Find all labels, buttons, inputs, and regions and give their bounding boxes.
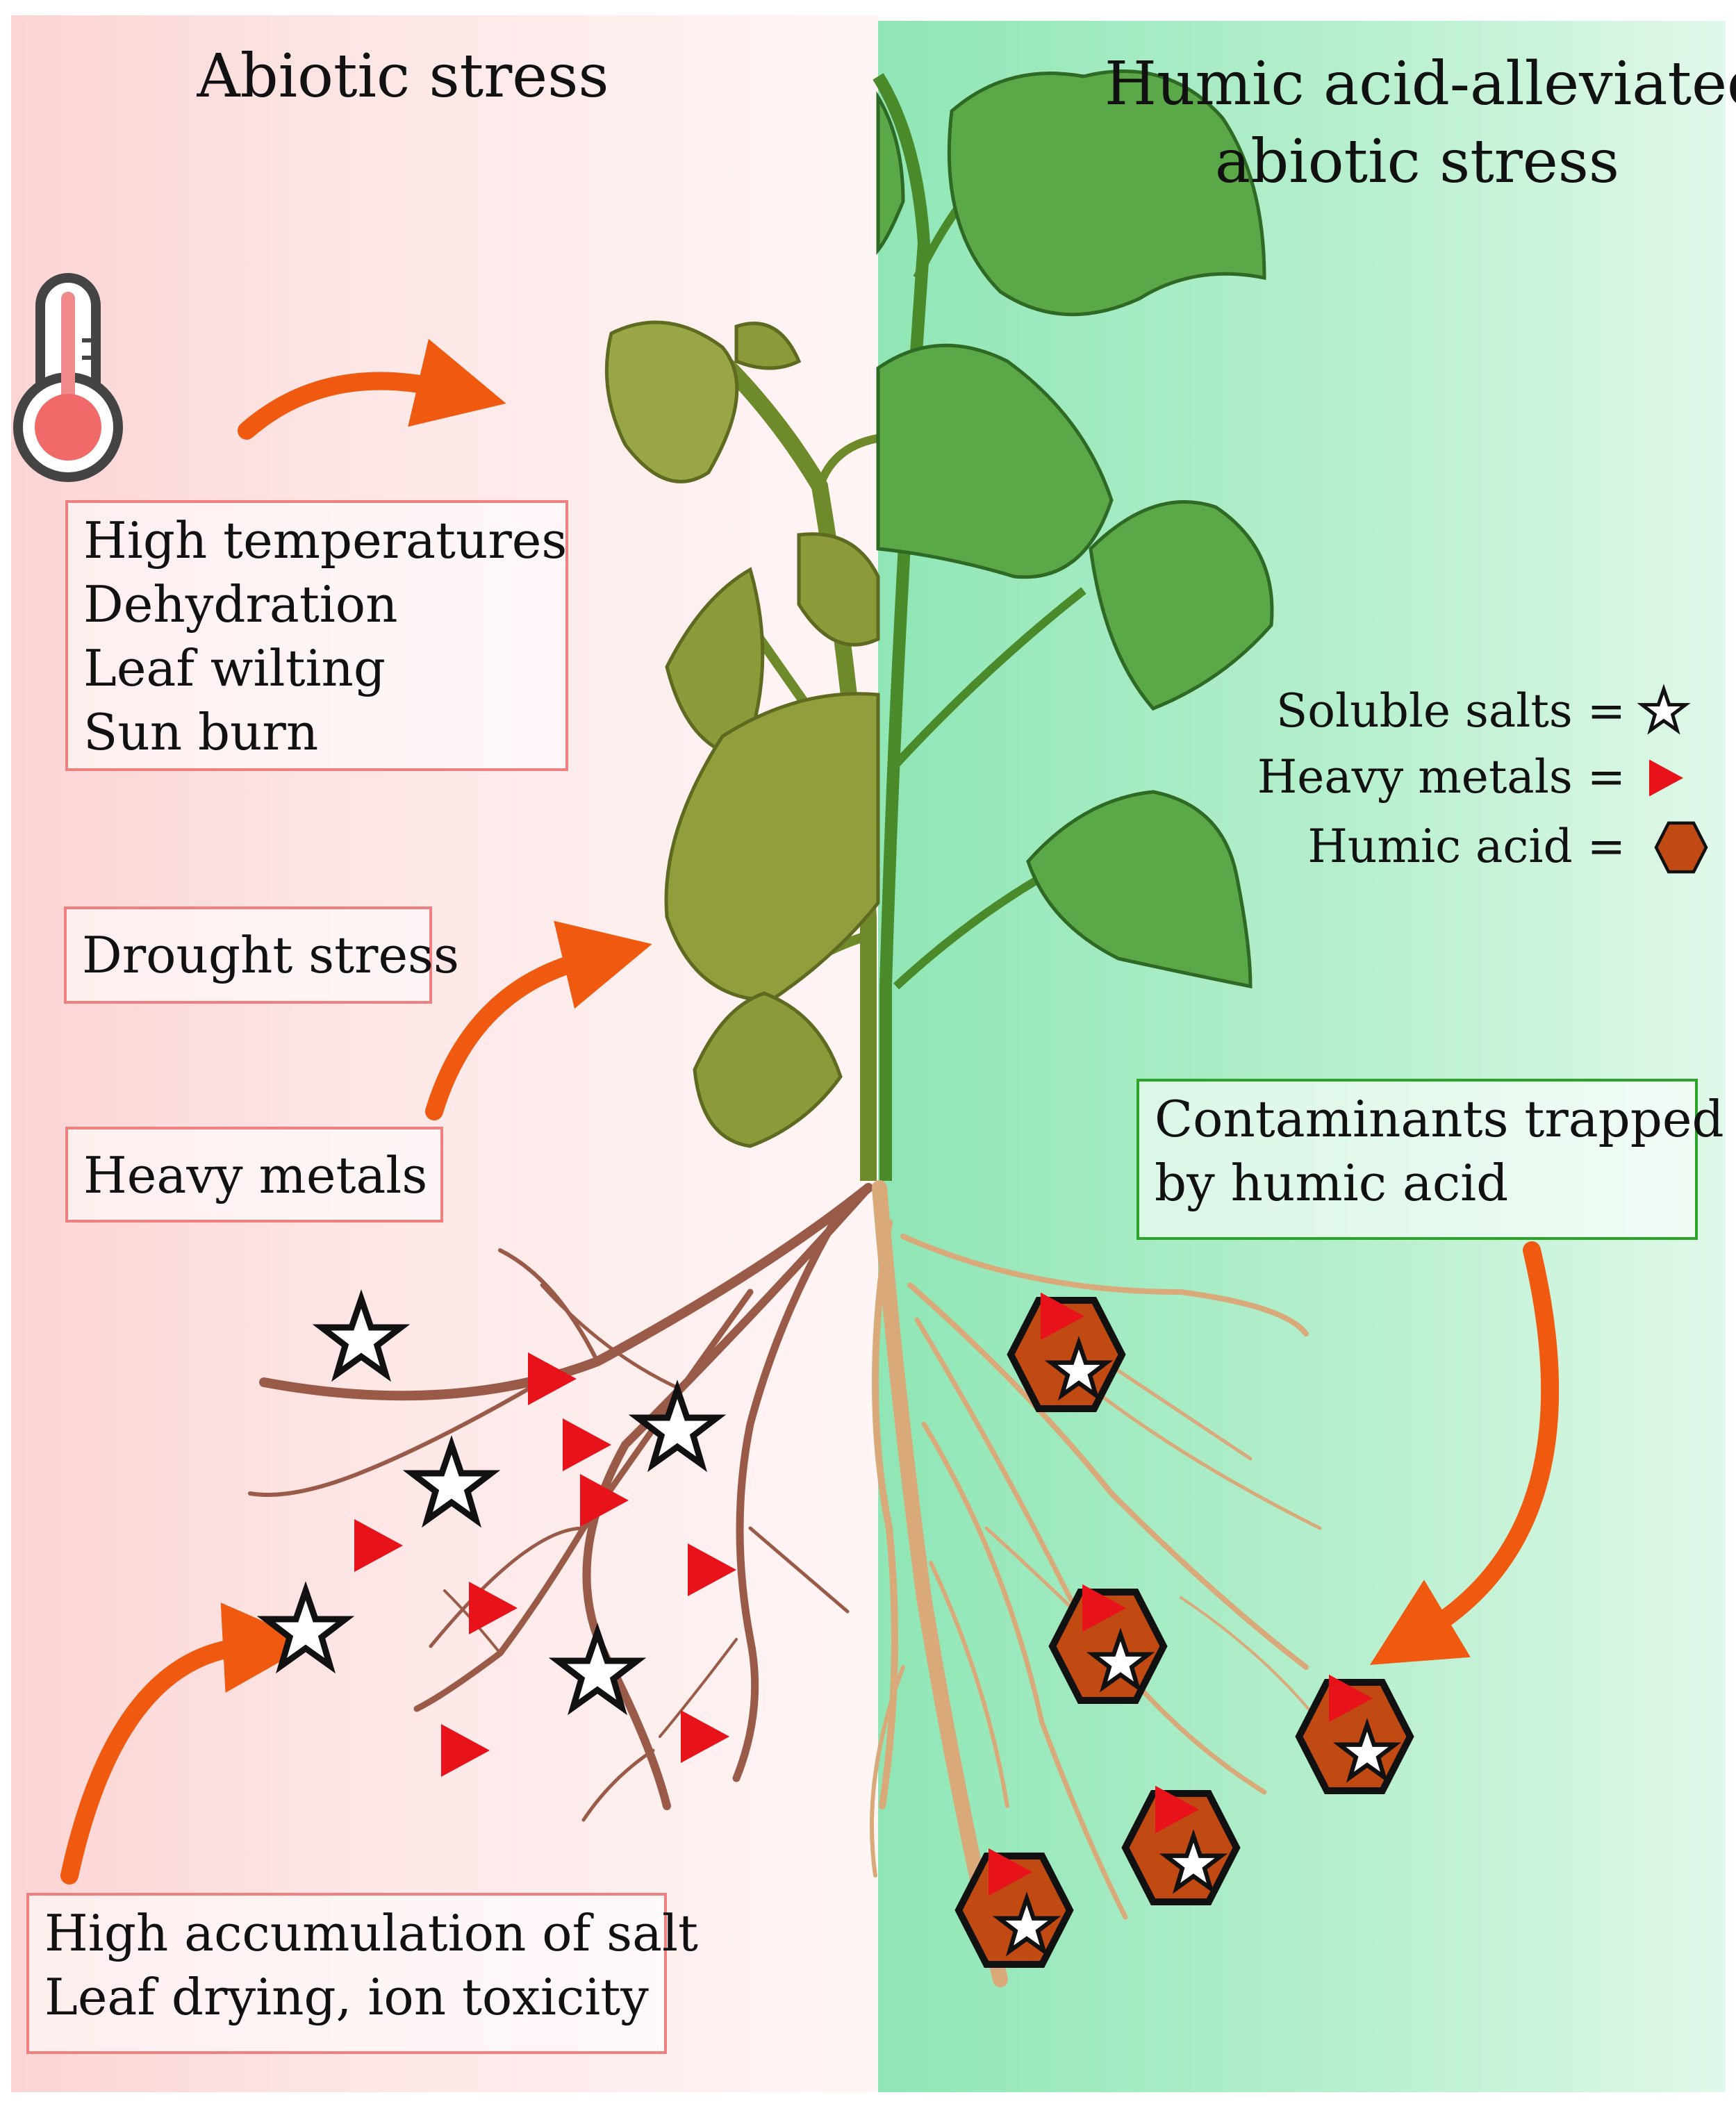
salt-line-1: High accumulation of salt	[44, 1904, 698, 1962]
contaminants-line-1: Contaminants trapped	[1155, 1090, 1724, 1148]
temperature-box: High temperatures Dehydration Leaf wilti…	[65, 500, 568, 771]
healthy-roots	[870, 1180, 1322, 1987]
salt-box: High accumulation of salt Leaf drying, i…	[26, 1893, 698, 2054]
salt-line-2: Leaf drying, ion toxicity	[44, 1968, 649, 2026]
contaminants-arrow	[1369, 1241, 1560, 1665]
legend-humic-acid: Humic acid =	[1307, 820, 1626, 873]
legend-heavy-metals: Heavy metals =	[1257, 750, 1626, 804]
temperature-line-3: Leaf wilting	[83, 639, 386, 697]
drought-arrow	[425, 920, 652, 1120]
heavy-metals-label: Heavy metals	[83, 1146, 428, 1204]
title-humic-line2: abiotic stress	[1214, 127, 1620, 197]
drought-box: Drought stress	[64, 906, 459, 1004]
temperature-arrow	[238, 338, 506, 440]
legend-soluble-salts: Soluble salts =	[1276, 684, 1626, 738]
contaminants-box: Contaminants trapped by humic acid	[1136, 1079, 1724, 1240]
contaminants-line-2: by humic acid	[1155, 1154, 1509, 1212]
heavy-metals-box: Heavy metals	[65, 1127, 443, 1223]
title-humic-acid: Humic acid-alleviated abiotic stress	[1105, 45, 1736, 201]
stressed-plant	[604, 320, 883, 1181]
temperature-line-2: Dehydration	[83, 575, 398, 633]
drought-label: Drought stress	[82, 926, 459, 984]
temperature-line-4: Sun burn	[83, 703, 319, 761]
salt-arrow	[60, 1602, 313, 1885]
temperature-line-1: High temperatures	[83, 511, 568, 570]
title-humic-line1: Humic acid-alleviated	[1105, 49, 1736, 119]
thermometer-icon	[13, 273, 123, 482]
title-abiotic-stress: Abiotic stress	[197, 42, 609, 111]
healthy-plant	[873, 69, 1274, 1181]
